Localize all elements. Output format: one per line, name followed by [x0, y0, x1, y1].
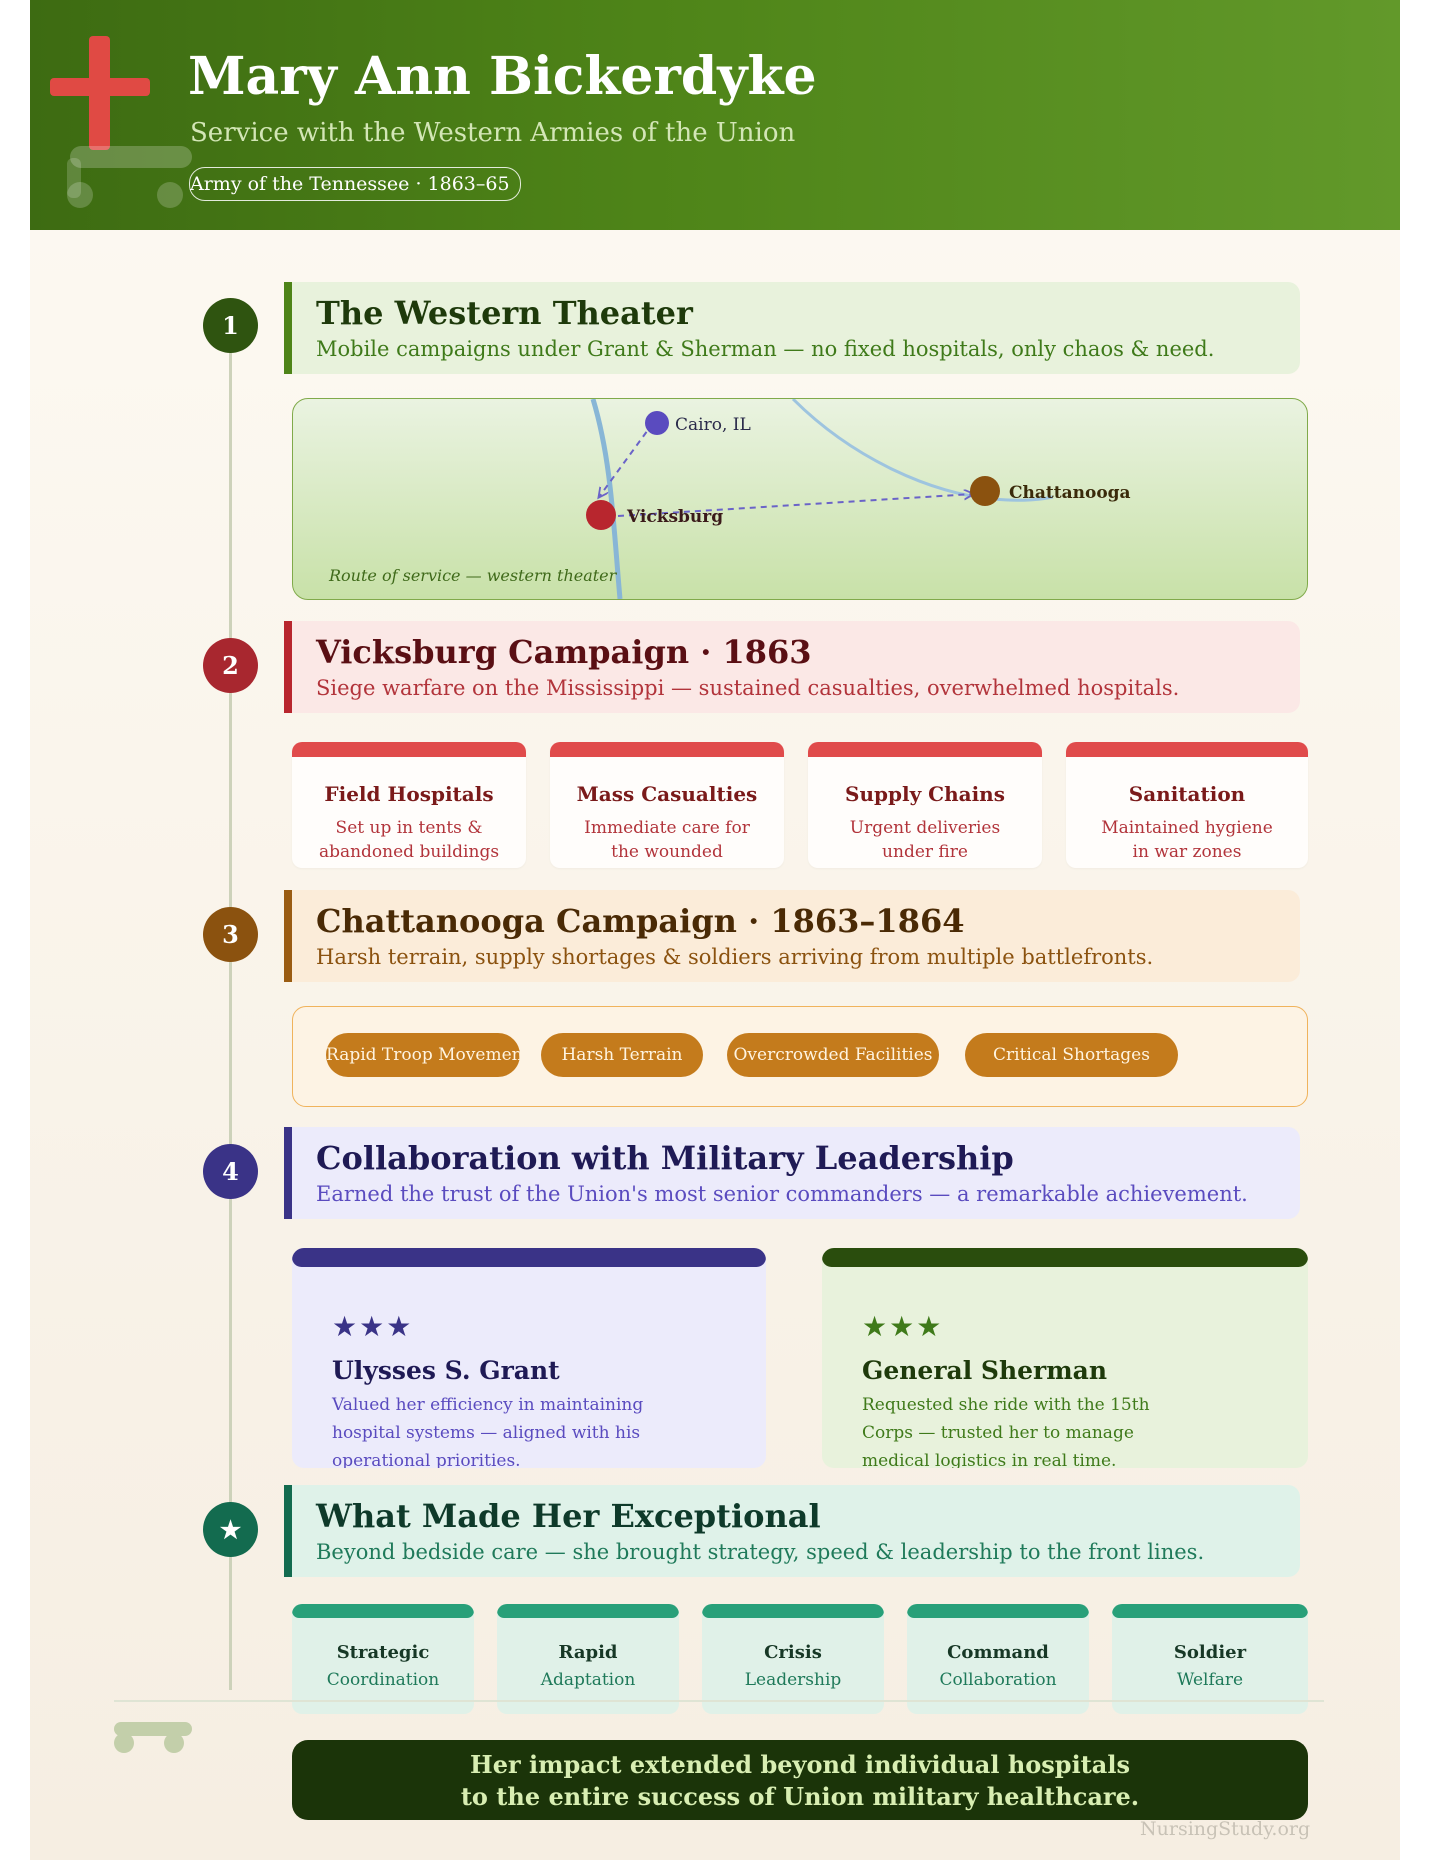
service-badge: Army of the Tennessee · 1863–65 [189, 167, 521, 201]
map-caption: Route of service — western theater [328, 566, 618, 585]
section-header-western-theater: The Western Theater Mobile campaigns und… [284, 282, 1300, 374]
trait-card: Strategic Coordination [292, 1604, 474, 1714]
rank-stars-icon: ★★★ [862, 1310, 944, 1343]
trait-card: Rapid Adaptation [497, 1604, 679, 1714]
route-vicksburg-chattanooga [617, 494, 973, 517]
section-subtitle: Harsh terrain, supply shortages & soldie… [316, 945, 1154, 969]
challenge-pill: Rapid Troop Movement [326, 1033, 520, 1077]
stretcher-cart-icon [70, 146, 192, 168]
stretcher-cart-handle [67, 158, 81, 198]
footer-cart-wheel-icon [114, 1733, 134, 1753]
commander-card-sherman: ★★★ General Sherman Requested she ride w… [822, 1248, 1308, 1468]
cairo-marker [645, 411, 669, 435]
route-cairo-vicksburg [599, 422, 654, 497]
source-credit: NursingStudy.org [1140, 1818, 1311, 1840]
section-marker-3: 3 [203, 907, 258, 962]
cart-wheel-icon [157, 182, 183, 208]
card-title: Supply Chains [845, 782, 1005, 806]
challenges-panel: Rapid Troop Movement Harsh Terrain Overc… [292, 1006, 1308, 1107]
commander-card-grant: ★★★ Ulysses S. Grant Valued her efficien… [292, 1248, 766, 1468]
section-subtitle: Siege warfare on the Mississippi — susta… [316, 676, 1180, 700]
section-title: Vicksburg Campaign · 1863 [316, 633, 812, 671]
infographic-page: Mary Ann Bickerdyke Service with the Wes… [30, 0, 1400, 1860]
impact-banner: Her impact extended beyond individual ho… [292, 1740, 1308, 1820]
commander-name: Ulysses S. Grant [332, 1356, 560, 1385]
section-title: What Made Her Exceptional [316, 1497, 821, 1535]
cairo-label: Cairo, IL [675, 415, 751, 435]
route-map-svg: Cairo, IL Vicksburg Chattanooga Route of… [328, 399, 1131, 599]
page-subtitle: Service with the Western Armies of the U… [190, 118, 796, 148]
card-title: Mass Casualties [576, 782, 758, 806]
section-header-vicksburg: Vicksburg Campaign · 1863 Siege warfare … [284, 621, 1300, 713]
trait-card: Crisis Leadership [702, 1604, 884, 1714]
challenge-pill: Overcrowded Facilities [727, 1033, 939, 1077]
banner-line-1: Her impact extended beyond individual ho… [470, 1750, 1130, 1779]
vicksburg-label: Vicksburg [626, 507, 723, 527]
section-subtitle: Earned the trust of the Union's most sen… [316, 1182, 1248, 1206]
commander-name: General Sherman [862, 1356, 1108, 1385]
section-header-chattanooga: Chattanooga Campaign · 1863–1864 Harsh t… [284, 890, 1300, 982]
section-marker-1: 1 [203, 298, 258, 353]
section-marker-2: 2 [203, 638, 258, 693]
card-title: Sanitation [1128, 782, 1246, 806]
tennessee-river [791, 399, 1054, 502]
section-marker-star-icon: ★ [203, 1502, 258, 1557]
rank-stars-icon: ★★★ [332, 1310, 414, 1343]
section-title: Chattanooga Campaign · 1863–1864 [316, 902, 965, 940]
cart-wheel-icon [67, 182, 93, 208]
card-title: Field Hospitals [324, 782, 494, 806]
vicksburg-marker [586, 500, 616, 530]
challenge-pill: Harsh Terrain [541, 1033, 703, 1077]
card-desc: Set up in tents &abandoned buildings [318, 818, 500, 862]
timeline-line [229, 300, 232, 1690]
banner-line-2: to the entire success of Union military … [460, 1782, 1140, 1811]
header-banner: Mary Ann Bickerdyke Service with the Wes… [30, 0, 1400, 230]
section-header-leadership: Collaboration with Military Leadership E… [284, 1127, 1300, 1219]
section-header-exceptional: What Made Her Exceptional Beyond bedside… [284, 1485, 1300, 1577]
chattanooga-marker [970, 476, 1000, 506]
trait-card: Command Collaboration [907, 1604, 1089, 1714]
page-title: Mary Ann Bickerdyke [188, 46, 817, 107]
footer-divider [114, 1700, 1324, 1702]
challenge-pill: Critical Shortages [965, 1033, 1178, 1077]
mississippi-river [590, 399, 623, 599]
trait-card: Soldier Welfare [1112, 1604, 1308, 1714]
route-map: Cairo, IL Vicksburg Chattanooga Route of… [292, 398, 1308, 600]
chattanooga-label: Chattanooga [1009, 483, 1131, 503]
card-field-hospitals: Field Hospitals Set up in tents &abandon… [292, 742, 526, 868]
section-title: The Western Theater [316, 294, 693, 332]
section-subtitle: Beyond bedside care — she brought strate… [316, 1540, 1205, 1564]
section-marker-4: 4 [203, 1144, 258, 1199]
footer-cart-wheel-icon [164, 1733, 184, 1753]
section-subtitle: Mobile campaigns under Grant & Sherman —… [316, 337, 1215, 361]
section-title: Collaboration with Military Leadership [316, 1139, 1014, 1177]
footer-cart-icon [114, 1722, 192, 1736]
red-cross-icon-bar [50, 78, 150, 96]
